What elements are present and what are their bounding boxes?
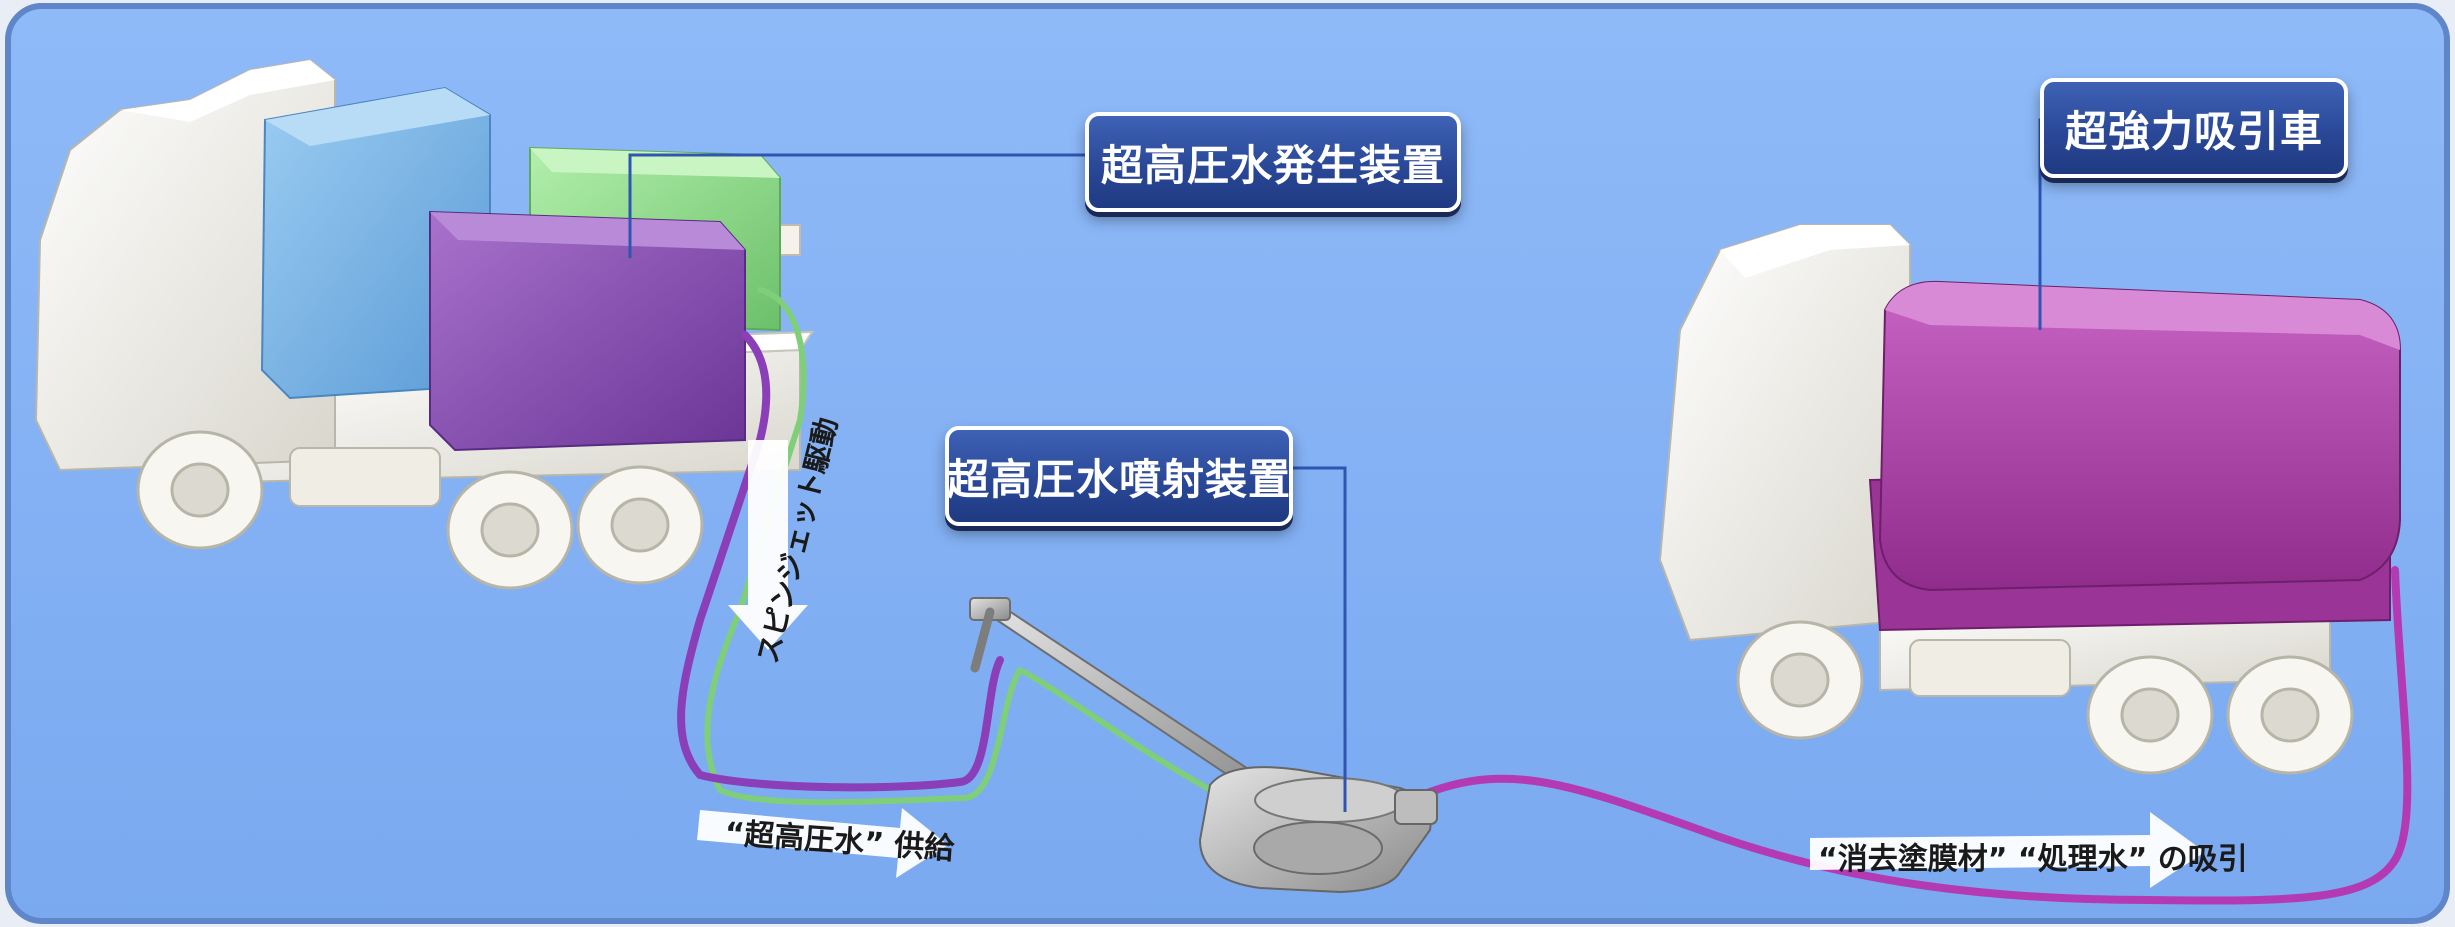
- supply-arrow-icon: [697, 808, 948, 878]
- suction-truck-callout: 超強力吸引車: [2040, 78, 2348, 178]
- suction-flow-label: “消去塗膜材” “処理水” の吸引: [1818, 842, 2248, 877]
- drive-arrow-icon: [728, 440, 808, 650]
- suction-arrow-icon: [1810, 812, 2205, 888]
- generator-callout: 超高圧水発生装置: [1085, 112, 1461, 212]
- jet-device: [969, 597, 1438, 894]
- suction-truck: [1658, 224, 2401, 775]
- generator-truck: [34, 58, 814, 590]
- jet-device-callout: 超高圧水噴射装置: [945, 426, 1293, 526]
- hoses: [677, 287, 2412, 905]
